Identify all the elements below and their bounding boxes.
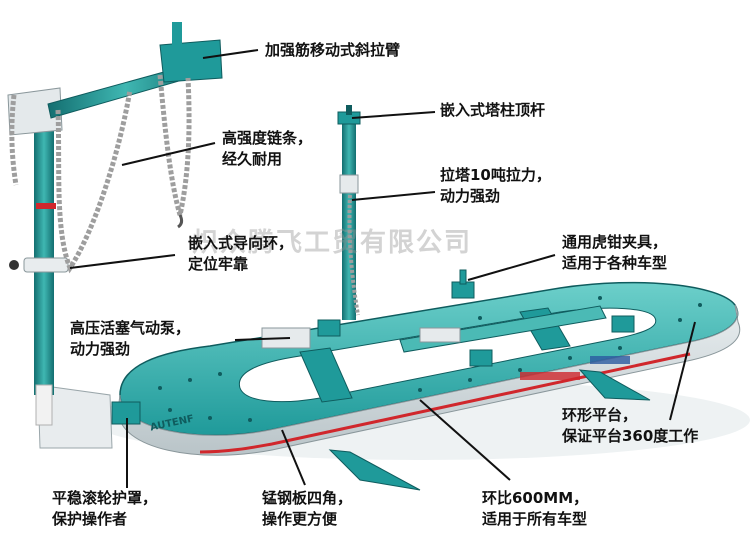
leg-front (328, 449, 421, 491)
center-tower-post (342, 120, 356, 320)
leg-right (578, 369, 651, 401)
left-tower-bracket (7, 87, 63, 136)
chain-right (157, 74, 192, 216)
callout-guide-ring: 嵌入式导向环， 定位牢靠 (188, 234, 294, 273)
red-stripe (199, 352, 691, 454)
chain-left (55, 89, 133, 274)
callout-platform: 环形平台， 保证平台360度工作 (562, 406, 699, 445)
callout-tower-top-rod: 嵌入式塔柱顶杆 (440, 101, 546, 119)
guide-ring (23, 257, 69, 273)
cross-beam-1 (299, 347, 353, 403)
callout-clamp: 通用虎钳夹具， 适用于各种车型 (562, 233, 668, 272)
platform-holes (158, 296, 702, 422)
leader-lines (69, 49, 696, 488)
left-tower-base (37, 384, 113, 449)
callout-pump: 高压活塞气动泵， 动力强劲 (70, 319, 191, 358)
callout-diagonal-arm: 加强筋移动式斜拉臂 (265, 41, 401, 59)
callout-ring-size: 环比600MM， 适用于所有车型 (482, 489, 589, 528)
callout-roller-cover: 平稳滚轮护罩， 保护操作者 (52, 489, 158, 528)
callout-chain: 高强度链条， 经久耐用 (222, 129, 313, 168)
watermark: 炽众腾飞工贸有限公司 (192, 228, 473, 258)
callout-steel-corner: 锰钢板四角， 操作更方便 (262, 489, 353, 528)
platform-side (117, 304, 741, 456)
callout-tower-pull: 拉塔10吨拉力， 动力强劲 (440, 166, 551, 205)
clamps (317, 269, 635, 367)
